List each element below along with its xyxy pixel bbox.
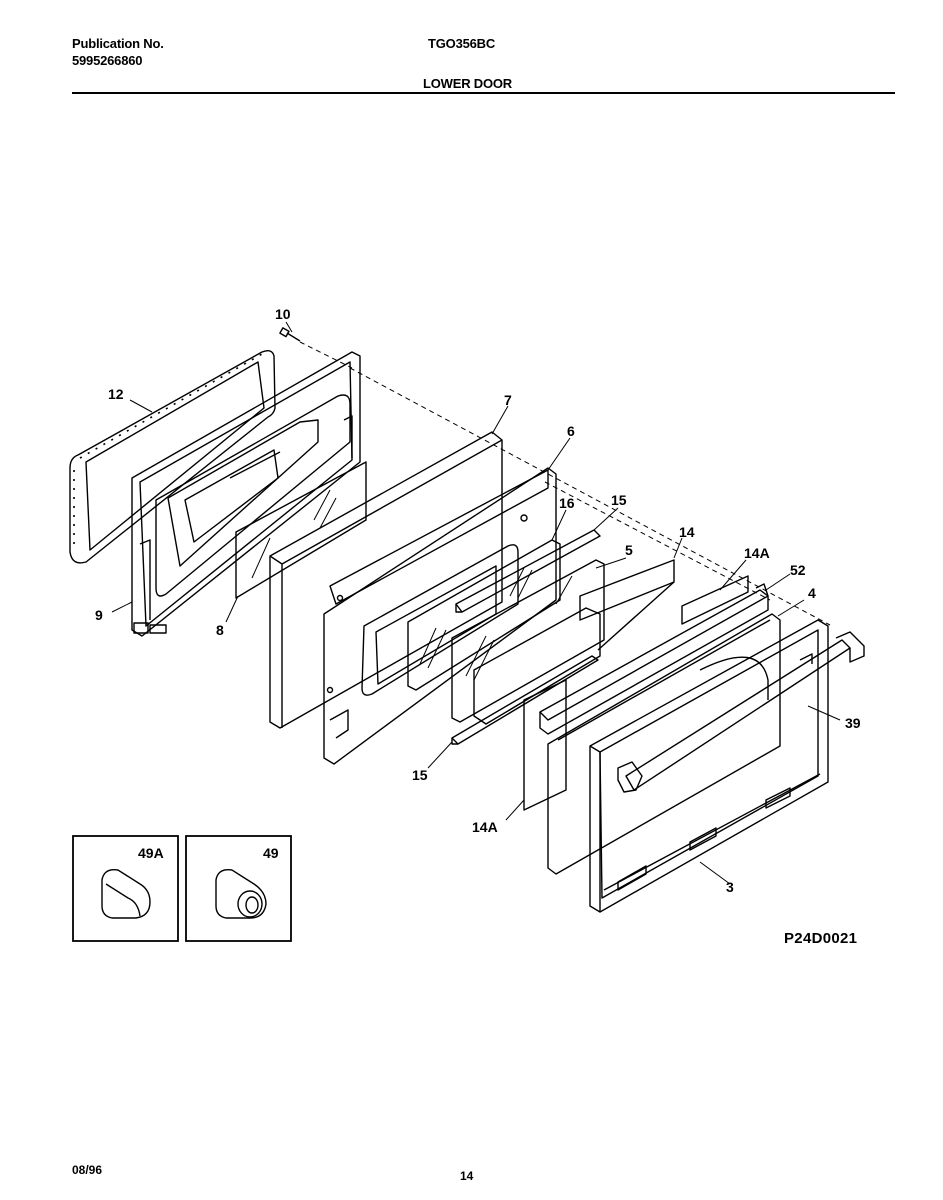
part-6-inner-panel	[323, 467, 557, 765]
knob-49-shape	[215, 869, 267, 919]
callout-5: 5	[625, 542, 633, 558]
model-number: TGO356BC	[428, 36, 496, 51]
footer-date: 08/96	[72, 1163, 103, 1177]
callout-10: 10	[275, 306, 291, 322]
part-10-screw	[279, 327, 301, 342]
part-14-baffle	[579, 559, 675, 651]
callout-14: 14	[679, 524, 695, 540]
leader-lines	[111, 321, 841, 885]
callout-15-bottom: 15	[412, 767, 428, 783]
knob-49a-shape	[101, 869, 151, 919]
part-52-channel	[539, 583, 769, 735]
part-16-glass-pack	[407, 539, 561, 691]
section-title: LOWER DOOR	[423, 76, 512, 91]
callout-15-top: 15	[611, 492, 627, 508]
callout-49a: 49A	[138, 845, 164, 861]
part-15-bottom-clip	[451, 655, 599, 745]
callout-14a-top: 14A	[744, 545, 770, 561]
page-number: 14	[460, 1169, 474, 1183]
callout-49: 49	[263, 845, 279, 861]
part-12-gasket	[69, 349, 276, 564]
part-5-outer-glass	[451, 559, 605, 725]
knob-inset-49a: 49A	[72, 835, 179, 942]
part-9-door-liner	[131, 351, 361, 637]
callout-3: 3	[726, 879, 734, 895]
callout-7: 7	[504, 392, 512, 408]
knob-inset-49: 49	[185, 835, 292, 942]
callout-12: 12	[108, 386, 124, 402]
part-39-handle	[617, 631, 865, 793]
part-4-door-panel	[547, 613, 781, 875]
part-15-top-clip	[455, 529, 601, 613]
publication-label: Publication No.	[72, 36, 164, 51]
callout-52: 52	[790, 562, 806, 578]
callout-8: 8	[216, 622, 224, 638]
header-rule	[72, 92, 895, 94]
callout-16: 16	[559, 495, 575, 511]
drawing-number: P24D0021	[784, 930, 858, 947]
callout-14a-bottom: 14A	[472, 819, 498, 835]
callout-9: 9	[95, 607, 103, 623]
callout-39: 39	[845, 715, 861, 731]
part-14a-bottom-shield	[523, 679, 567, 811]
part-7-insulation	[269, 431, 503, 729]
callout-6: 6	[567, 423, 575, 439]
part-14a-top-shield	[681, 575, 749, 625]
part-3-door-frame	[589, 619, 829, 913]
callout-4: 4	[808, 585, 816, 601]
assembly-lines	[299, 341, 831, 626]
publication-number: 5995266860	[72, 53, 143, 68]
part-8-inner-glass	[235, 461, 367, 599]
